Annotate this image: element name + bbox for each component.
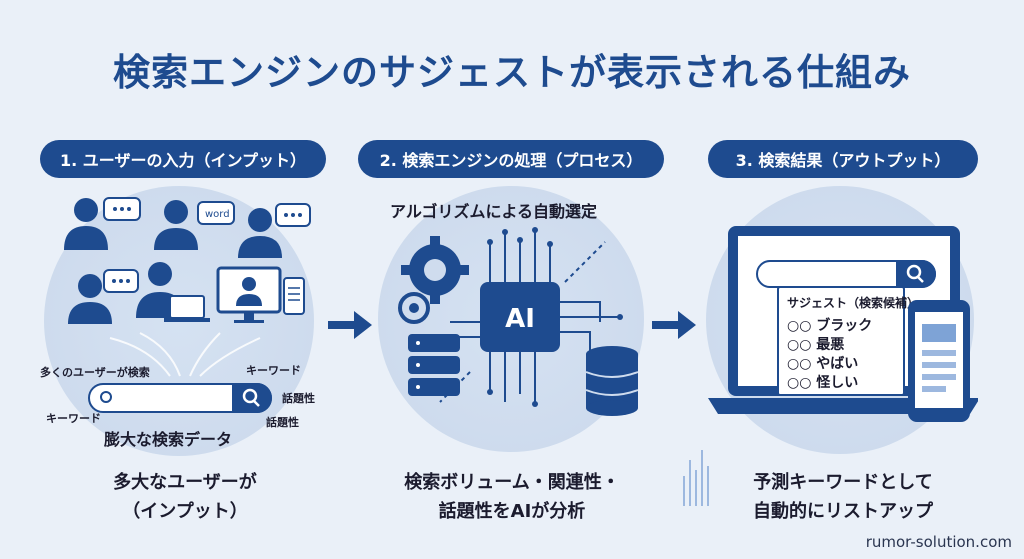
user-icon (154, 200, 198, 250)
search-small-icon (100, 391, 112, 403)
smartphone-icon (908, 300, 970, 422)
step-3-caption: 予測キーワードとして 自動的にリストアップ (718, 468, 968, 526)
bubble-word: word (205, 209, 230, 220)
step-1-caption: 多大なユーザーが （インプット） (60, 468, 310, 526)
ai-chip-icon: AI (480, 282, 560, 352)
user-icon (238, 208, 282, 258)
page-title: 検索エンジンのサジェストが表示される仕組み (113, 51, 911, 94)
footer-domain: rumor-solution.com (865, 533, 1012, 551)
many-users-label: 多くのユーザーが検索 (40, 366, 150, 379)
search-bar[interactable] (88, 383, 272, 413)
gear-icon (401, 236, 469, 304)
big-data-label: 膨大な検索データ (104, 430, 233, 449)
step-2-label: 2. 検索エンジンの処理（プロセス） (358, 140, 664, 178)
ai-chip-label: AI (505, 304, 535, 334)
arrow-right-icon (652, 311, 696, 339)
topicality-label-1: 話題性 (282, 392, 315, 405)
gear-icon (398, 292, 430, 324)
step-3-caption-line2: 自動的にリストアップ (753, 501, 933, 522)
result-search-bar[interactable] (756, 260, 936, 288)
search-icon (242, 388, 260, 407)
algorithm-heading: アルゴリズムによる自動選定 (390, 202, 598, 221)
topicality-label-2: 話題性 (266, 416, 299, 429)
suggestion-item[interactable]: ○○ 怪しい (787, 375, 859, 391)
server-icon (408, 334, 460, 396)
step-3-label: 3. 検索結果（アウトプット） (708, 140, 978, 178)
keyword-label-right: キーワード (246, 364, 301, 377)
step-2-caption-line2: 話題性をAIが分析 (438, 501, 586, 522)
process-illustration: AI (398, 227, 639, 416)
step-1-caption-line2: （インプット） (122, 501, 248, 522)
search-icon (906, 264, 924, 283)
step-1-label: 1. ユーザーの入力（インプット） (40, 140, 326, 178)
suggestion-item[interactable]: ○○ 最悪 (787, 337, 845, 353)
users-illustration: word (64, 197, 311, 377)
suggestion-item[interactable]: ○○ やばい (787, 356, 859, 372)
arrow-right-icon (328, 311, 372, 339)
suggestion-item[interactable]: ○○ ブラック (787, 318, 873, 334)
keyword-label-left: キーワード (46, 412, 101, 425)
step-3-caption-line1: 予測キーワードとして (753, 472, 933, 493)
data-flow-lines (109, 332, 261, 377)
search-button[interactable] (232, 383, 272, 413)
user-with-laptop-icon (136, 262, 210, 322)
search-button[interactable] (896, 260, 936, 288)
user-icon (64, 198, 108, 250)
user-icon (68, 274, 112, 324)
suggestion-list: サジェスト（検索候補） ○○ ブラック ○○ 最悪 ○○ やばい ○○ 怪しい (777, 286, 920, 396)
step-1-caption-line1: 多大なユーザーが (113, 472, 257, 493)
phone-icon (283, 277, 305, 315)
speech-bubble-icon (197, 201, 235, 225)
database-icon (585, 346, 639, 416)
monitor-icon (216, 266, 282, 323)
step-2-caption-line1: 検索ボリューム・関連性・ (404, 472, 620, 493)
decorative-bars (683, 450, 709, 506)
step-2-caption: 検索ボリューム・関連性・ 話題性をAIが分析 (370, 468, 654, 526)
suggestion-heading: サジェスト（検索候補） (787, 296, 920, 310)
